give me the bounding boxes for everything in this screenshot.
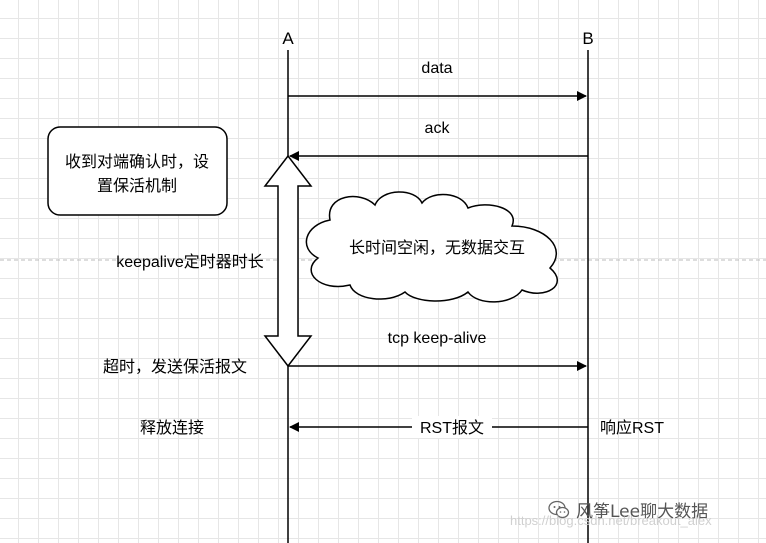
ack-label: ack: [425, 120, 451, 137]
timer-label: keepalive定时器时长: [116, 253, 264, 271]
data-label: data: [421, 60, 452, 77]
actor-b-label: B: [582, 29, 593, 48]
wechat-icon: [548, 500, 570, 518]
timeout-label: 超时，发送保活报文: [103, 358, 247, 376]
url-watermark: https://blog.csdn.net/breakout_alex: [510, 513, 712, 528]
respond-rst-label: 响应RST: [600, 418, 664, 437]
keepalive-label: tcp keep-alive: [388, 330, 487, 347]
brand-name: 风筝Lee聊大数据: [576, 502, 709, 522]
release-label: 释放连接: [140, 419, 204, 437]
brand-watermark: 风筝Lee聊大数据: [548, 497, 708, 522]
timer-double-arrow: [263, 154, 313, 368]
keepalive-note-box: [47, 126, 228, 216]
rst-label-bg: [412, 416, 492, 438]
rst-label: RST报文: [420, 419, 484, 437]
idle-cloud-label: 长时间空闲，无数据交互: [349, 239, 525, 257]
keepalive-note-line1: 收到对端确认时，设: [65, 153, 209, 171]
actor-a-label: A: [282, 29, 294, 48]
idle-cloud: [305, 191, 558, 303]
keepalive-note-line2: 置保活机制: [97, 177, 177, 195]
